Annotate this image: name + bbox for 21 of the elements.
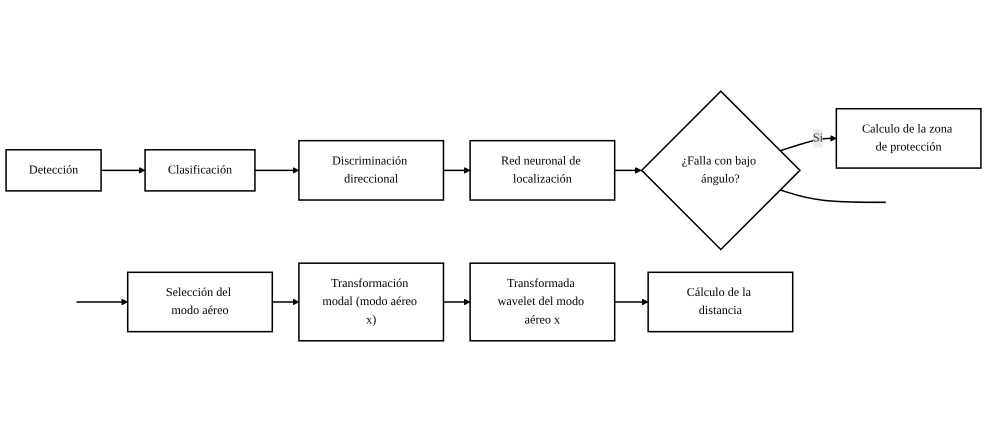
node-box: Calculo de la zona de protección — [836, 108, 982, 169]
node-box: Clasificación — [144, 149, 256, 192]
node-box: Transformación modal (modo aéreo x) — [298, 262, 444, 342]
arrow — [443, 167, 470, 174]
arrow — [443, 298, 470, 306]
node-box: Transformada wavelet del modo aéreo x — [469, 262, 616, 342]
node-box: Selección del modo aéreo — [126, 272, 274, 332]
connector — [780, 189, 886, 204]
edge-label: Si — [812, 132, 824, 144]
node-box: Cálculo de la distancia — [647, 272, 794, 332]
arrow — [76, 298, 128, 306]
node-box: Detección — [5, 149, 102, 192]
arrow — [614, 167, 642, 174]
arrow — [272, 298, 300, 306]
arrow — [614, 298, 648, 306]
arrow — [254, 167, 300, 174]
arrow — [780, 135, 837, 152]
node-box: Red neuronal de localización — [469, 140, 616, 201]
node-box: Discriminación direccional — [298, 140, 444, 201]
arrow — [101, 167, 146, 174]
node-diamond: ¿Falla con bajo ángulo? — [640, 90, 802, 251]
